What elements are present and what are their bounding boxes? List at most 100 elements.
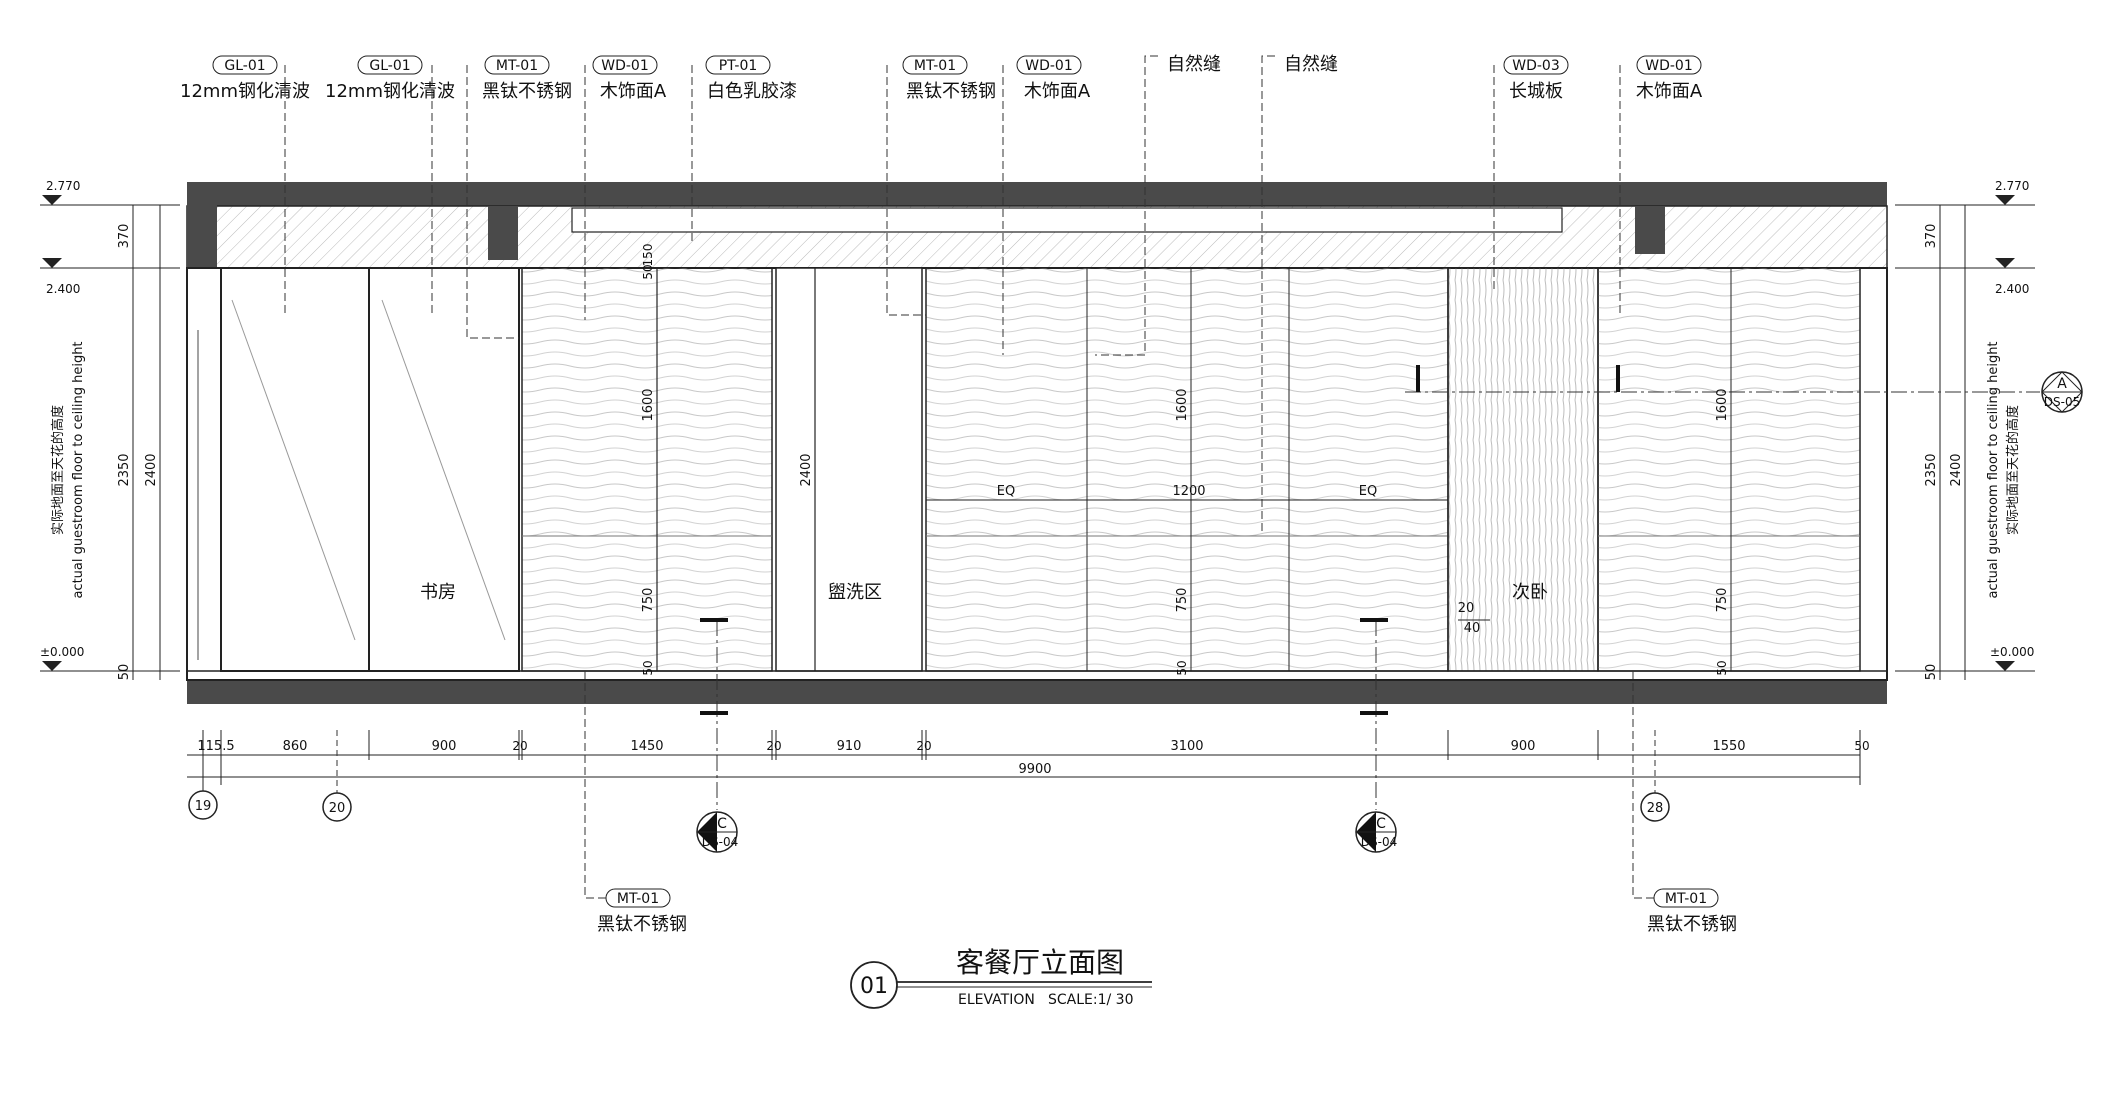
dim-reveal: 150 (641, 244, 655, 267)
ceiling-recess (571, 207, 1563, 233)
bottom-tag-desc: 黑钛不锈钢 (1647, 914, 1737, 935)
level-floor-left: ±0.000 (40, 645, 84, 659)
dim-bottom-50: 50 (1854, 739, 1869, 753)
tag-code: MT-01 (914, 58, 956, 74)
dim-eq-left: EQ (997, 484, 1015, 499)
tag-desc: 木饰面A (1636, 81, 1703, 102)
tag-code: WD-01 (1645, 58, 1693, 74)
drawing-title-cn: 客餐厅立面图 (956, 946, 1124, 979)
section-c-letter-b: C (1376, 816, 1386, 832)
interior-dimensions: 150 50 1600 750 50 2400 1600 750 50 EQ 1… (641, 244, 1732, 676)
drawing-title-en: ELEVATION (958, 992, 1035, 1008)
drawing-scale: SCALE:1/ 30 (1048, 992, 1134, 1008)
side-caption-en-right: actual guestroom floor to ceiling height (1986, 341, 2001, 598)
dim-50-right: 50 (1924, 664, 1939, 681)
left-column (187, 182, 217, 272)
tag-code: GL-01 (224, 58, 265, 74)
section-c-ref-b: DS-04 (1361, 835, 1397, 849)
room-label-wash: 盥洗区 (828, 582, 882, 603)
grid-label-28: 28 (1647, 801, 1664, 816)
side-caption-cn-right: 实际地面至天花的高度 (2005, 405, 2021, 535)
beam-right (1635, 206, 1665, 254)
left-level-marks: 2.770 2.400 ±0.000 370 2350 2400 50 实际地面… (40, 179, 180, 680)
level-floor-right: ±0.000 (1990, 645, 2034, 659)
material-tag: WD-03 长城板 (1493, 55, 1569, 290)
wood-panel-c (1597, 267, 1861, 672)
dim-2400-right: 2400 (1949, 453, 1964, 486)
dim-bottom-115-5: 115.5 (197, 739, 234, 754)
dim-2350-right: 2350 (1924, 453, 1939, 486)
section-cut-horizontal: A DS-05 (1405, 365, 2083, 413)
glass-panel-left (220, 267, 370, 672)
room-label-bedroom: 次卧 (1512, 582, 1548, 603)
seam-label: 自然缝 (1167, 54, 1221, 75)
seam-tags: 自然缝 自然缝 (1095, 54, 1338, 535)
dim-bottom-1550: 1550 (1712, 739, 1745, 754)
material-tags: GL-01 12mm钢化清波 GL-01 12mm钢化清波 MT-01 黑钛不锈… (180, 55, 1703, 355)
dim-door-2400: 2400 (799, 453, 814, 486)
stripe-panel (1447, 267, 1599, 672)
dim-50-left: 50 (117, 664, 132, 681)
dim-bottom-860: 860 (283, 739, 308, 754)
tag-desc: 12mm钢化清波 (180, 81, 310, 102)
drawing-number: 01 (860, 974, 888, 999)
dim-bottom-910: 910 (837, 739, 862, 754)
dim-eq-right: EQ (1359, 484, 1377, 499)
dim-base-a: 50 (641, 660, 655, 675)
tag-code: WD-01 (1025, 58, 1073, 74)
dim-2400-left: 2400 (144, 453, 159, 486)
dim-top-gap: 50 (641, 264, 655, 279)
dim-bottom-1450: 1450 (630, 739, 663, 754)
dim-bottom-3100: 3100 (1170, 739, 1203, 754)
wood-panel-a (521, 267, 773, 672)
tag-desc: 12mm钢化清波 (325, 81, 455, 102)
grid-bubbles: 19 20 28 (188, 730, 1670, 822)
room-label-study: 书房 (420, 582, 456, 603)
beam-left (488, 206, 518, 260)
bottom-tag-code: MT-01 (1665, 891, 1707, 907)
tag-desc: 黑钛不锈钢 (906, 81, 996, 102)
material-tag: WD-01 木饰面A (1619, 55, 1703, 315)
dim-bottom-20-a: 20 (512, 739, 527, 753)
section-bubbles: C DS-04 C DS-04 (696, 811, 1397, 853)
material-tag: GL-01 12mm钢化清波 (180, 55, 310, 315)
dim-lower-750-a: 750 (641, 588, 656, 613)
floor-slab (187, 680, 1887, 704)
dim-base-c: 50 (1715, 660, 1729, 675)
tag-code: GL-01 (369, 58, 410, 74)
dim-370-right: 370 (1924, 224, 1939, 249)
material-tag: PT-01 白色乳胶漆 (691, 55, 797, 245)
tag-desc: 木饰面A (1024, 81, 1091, 102)
bottom-tag-code: MT-01 (617, 891, 659, 907)
section-mark-letter: A (2057, 376, 2067, 392)
material-tag: MT-01 黑钛不锈钢 (466, 55, 572, 339)
dim-2350-left: 2350 (117, 453, 132, 486)
tag-desc: 长城板 (1509, 81, 1563, 102)
dim-base-b: 50 (1175, 660, 1189, 675)
grid-label-20: 20 (329, 801, 346, 816)
material-tag: MT-01 黑钛不锈钢 (886, 55, 996, 316)
dim-lower-750-b: 750 (1175, 588, 1190, 613)
tag-code: WD-01 (601, 58, 649, 74)
material-tag: WD-01 木饰面A (584, 55, 667, 320)
bottom-dimensions: 115.5 860 900 20 1450 20 910 20 3100 900… (187, 730, 1870, 785)
side-caption-en-left: actual guestroom floor to ceiling height (71, 341, 86, 598)
ceiling-slab (187, 182, 1887, 206)
tag-code: PT-01 (719, 58, 758, 74)
right-level-marks: 2.770 2.400 ±0.000 370 2350 2400 50 actu… (1895, 179, 2035, 680)
dim-panel-1600-b: 1600 (1175, 388, 1190, 421)
dim-joint-40: 40 (1464, 621, 1481, 636)
dim-lower-750-c: 750 (1715, 588, 1730, 613)
wash-opening (775, 267, 923, 672)
glass-panel-right (368, 267, 520, 672)
level-ceiling-right: 2.400 (1995, 282, 2029, 296)
drawing-title: 01 客餐厅立面图 ELEVATION SCALE:1/ 30 (850, 946, 1152, 1009)
material-tag: WD-01 木饰面A (1002, 55, 1091, 355)
dim-mid-1200: 1200 (1172, 484, 1205, 499)
side-caption-cn-left: 实际地面至天花的高度 (50, 405, 66, 535)
tag-desc: 黑钛不锈钢 (482, 81, 572, 102)
wood-panel-b (925, 267, 1449, 672)
bottom-material-tags: MT-01 黑钛不锈钢 MT-01 黑钛不锈钢 (584, 671, 1737, 935)
level-top-left: 2.770 (46, 179, 80, 193)
